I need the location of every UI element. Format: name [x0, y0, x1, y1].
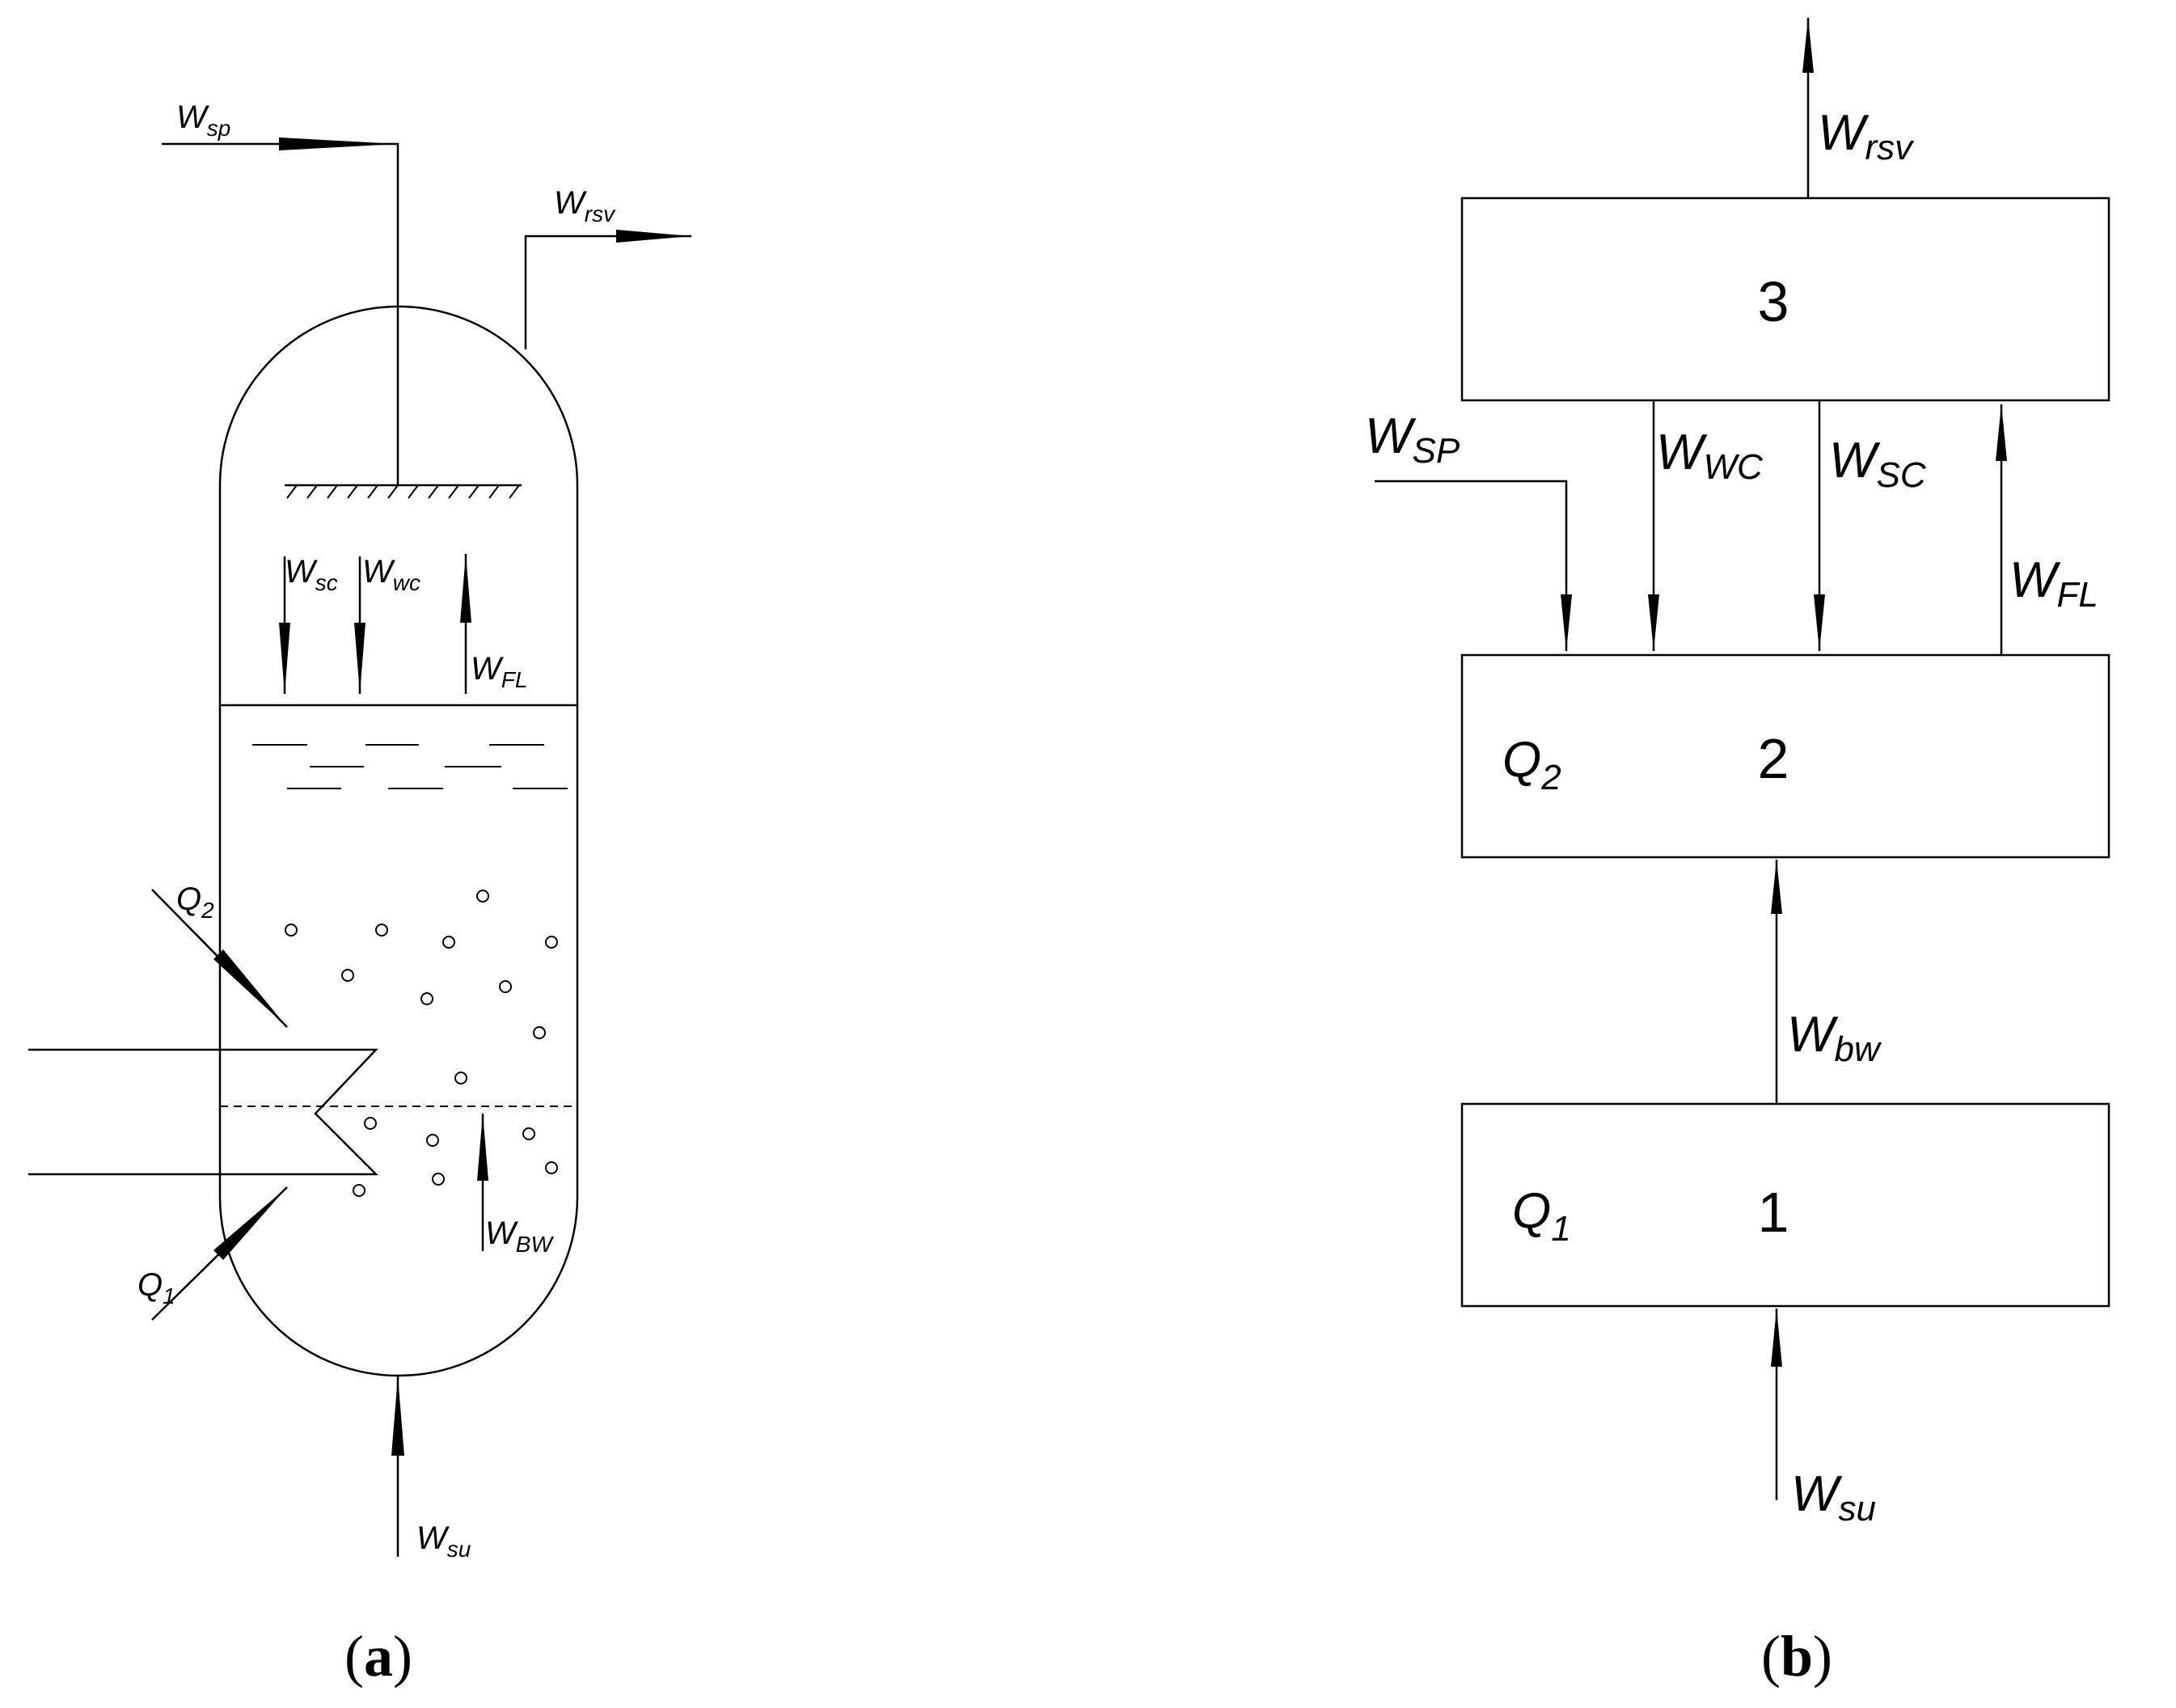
w-wc-arrowhead: [354, 623, 365, 694]
label-w-wc: Wwc: [362, 554, 420, 595]
box-3: [1460, 197, 2111, 402]
label-w-rsv: Wrsv: [554, 185, 616, 226]
panel-a: Wsp Wrsv Wsc Wwc WFL Q2 Q1 WBW Wsu (a): [28, 99, 691, 1689]
b-label-w-fl: WFL: [2009, 552, 2098, 615]
vessel-outline: [218, 305, 579, 1377]
w-fl-arrowhead: [460, 554, 471, 623]
b-w-sc-arrowhead: [1814, 594, 1825, 651]
b-label-w-sp: WSP: [1365, 408, 1460, 471]
w-sc-arrowhead: [279, 623, 290, 694]
box-2-number: 2: [1758, 727, 1789, 790]
panel-b: 3 2 1 Q2 Q1 Wrsv WSP WWC WSC WFL Wbw Wsu…: [1365, 18, 2111, 1689]
box-1-number: 1: [1758, 1181, 1789, 1244]
label-w-sp: Wsp: [176, 99, 230, 141]
b-label-w-sc: WSC: [1829, 433, 1927, 495]
box-3-number: 3: [1758, 270, 1789, 333]
b-w-wc-arrowhead: [1648, 594, 1659, 651]
w-sp-inlet-line: [162, 142, 399, 485]
box-1-heat-label: Q1: [1512, 1183, 1571, 1249]
label-q1: Q1: [137, 1267, 175, 1308]
box-2-heat-label: Q2: [1502, 732, 1561, 797]
b-w-su-arrowhead: [1771, 1308, 1782, 1367]
w-rsv-arrow: [616, 230, 691, 243]
w-rsv-outlet-line: [524, 235, 691, 349]
label-q2: Q2: [176, 881, 214, 923]
steam-bubbles: [285, 890, 558, 1197]
heater-bundle: [28, 1048, 379, 1176]
label-w-sc: Wsc: [285, 554, 338, 595]
water-waves: [252, 744, 568, 789]
q1-arrow: [213, 1187, 287, 1260]
w-sp-arrow: [279, 137, 398, 150]
spray-plate-hatch: [286, 484, 520, 499]
b-w-rsv-arrowhead: [1802, 18, 1814, 73]
label-w-su: Wsu: [416, 1520, 471, 1562]
b-w-bw-arrowhead: [1771, 860, 1782, 914]
b-label-w-bw: Wbw: [1787, 1007, 1882, 1069]
b-label-w-wc: WWC: [1656, 425, 1764, 487]
b-label-w-rsv: Wrsv: [1818, 105, 1915, 167]
caption-b: (b): [1761, 1624, 1832, 1689]
w-bw-arrowhead: [477, 1114, 488, 1181]
q2-arrow: [213, 949, 287, 1027]
b-w-sp-line: [1375, 480, 1568, 651]
box-2: [1460, 653, 2111, 859]
label-w-fl: WFL: [471, 651, 527, 692]
b-w-sp-arrowhead: [1561, 594, 1572, 651]
b-w-fl-arrowhead: [1996, 404, 2007, 461]
box-1: [1460, 1102, 2111, 1308]
caption-a: (a): [344, 1624, 412, 1689]
label-w-bw: WBW: [485, 1215, 554, 1257]
b-label-w-su: Wsu: [1791, 1466, 1876, 1528]
w-su-arrowhead: [391, 1376, 404, 1456]
